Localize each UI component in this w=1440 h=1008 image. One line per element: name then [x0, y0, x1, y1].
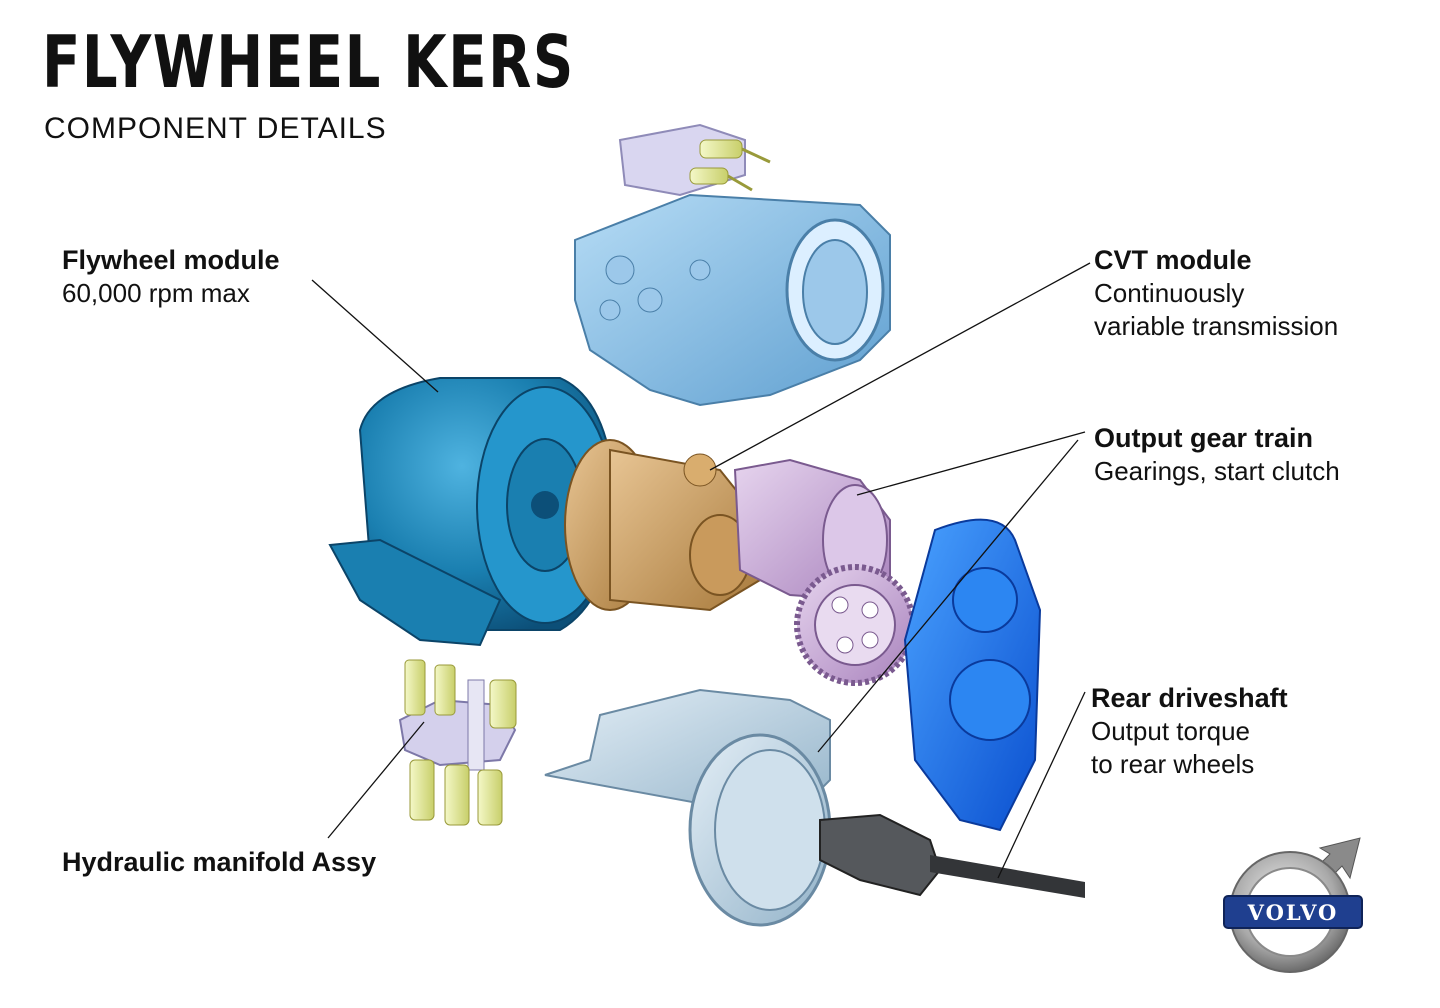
leader-line-flywheel — [311, 279, 439, 393]
volvo-logo-text: VOLVO — [1247, 900, 1339, 925]
label-flywheel-module: Flywheel module 60,000 rpm max — [62, 243, 280, 310]
label-flywheel-module-desc: 60,000 rpm max — [62, 278, 250, 308]
leader-line-hydraulic — [327, 721, 425, 839]
label-rear-driveshaft-desc-2: to rear wheels — [1091, 749, 1255, 779]
side-cover — [903, 518, 1042, 832]
leader-line-gear-1 — [856, 431, 1086, 496]
label-output-gear-train-head: Output gear train — [1094, 423, 1314, 453]
output-gear-train — [733, 458, 916, 686]
label-flywheel-module-head: Flywheel module — [62, 245, 280, 275]
label-output-gear-train-desc: Gearings, start clutch — [1094, 456, 1340, 486]
rear-final-drive — [544, 688, 1085, 927]
label-rear-driveshaft-desc-1: Output torque — [1091, 716, 1250, 746]
flywheel-module — [328, 377, 617, 647]
label-cvt-module-head: CVT module — [1094, 245, 1252, 275]
leader-line-driveshaft — [997, 691, 1086, 879]
label-hydraulic-manifold-head: Hydraulic manifold Assy — [62, 847, 377, 877]
cvt-module — [564, 439, 761, 612]
leader-line-cvt — [709, 262, 1091, 471]
page-title: FLYWHEEL KERS — [42, 20, 575, 104]
label-cvt-module: CVT module Continuously variable transmi… — [1094, 243, 1338, 343]
label-hydraulic-manifold: Hydraulic manifold Assy — [62, 845, 376, 879]
label-output-gear-train: Output gear train Gearings, start clutch — [1094, 421, 1340, 488]
label-cvt-module-desc-1: Continuously — [1094, 278, 1245, 308]
page-subtitle: COMPONENT DETAILS — [44, 112, 387, 145]
hydraulic-manifold — [398, 659, 517, 826]
label-rear-driveshaft-head: Rear driveshaft — [1091, 683, 1288, 713]
leader-line-gear-2 — [817, 439, 1079, 753]
volvo-logo: VOLVO — [1223, 837, 1363, 973]
label-rear-driveshaft: Rear driveshaft Output torque to rear wh… — [1091, 681, 1288, 781]
top-valve-block — [618, 123, 771, 197]
main-housing — [574, 193, 891, 407]
label-cvt-module-desc-2: variable transmission — [1094, 311, 1339, 341]
leader-lines — [311, 262, 1091, 879]
